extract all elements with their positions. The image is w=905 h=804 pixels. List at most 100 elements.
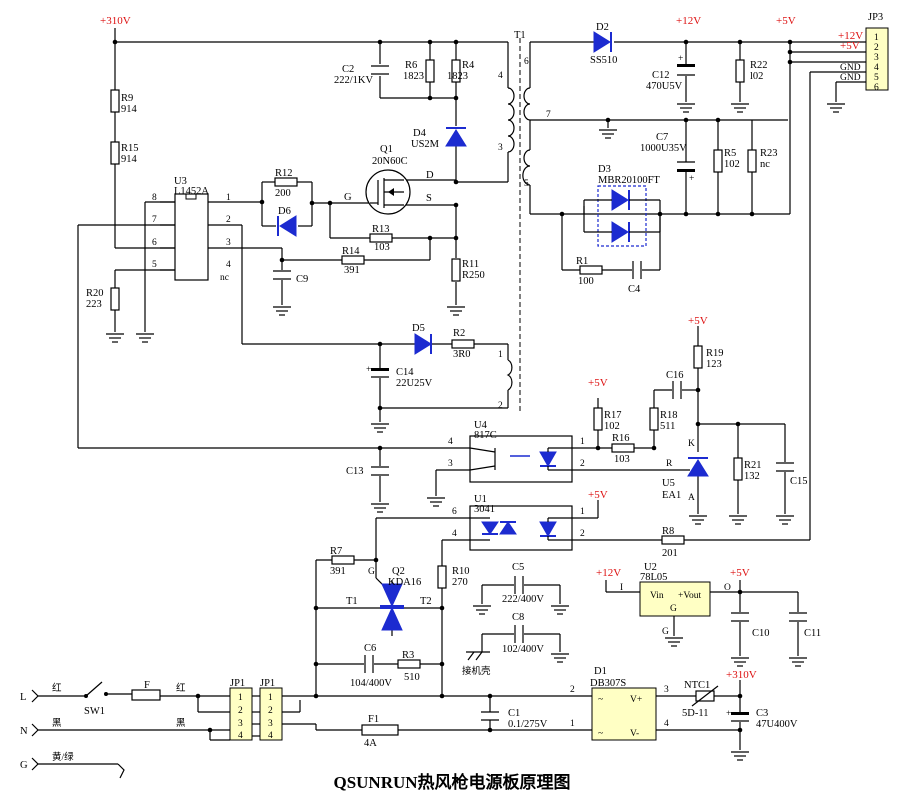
ic-u3 (160, 193, 209, 281)
value-r19: 123 (706, 359, 722, 370)
label-d2: D2 (596, 22, 609, 33)
pin-u1-2: 2 (580, 529, 585, 539)
capacitor-c1 (481, 711, 499, 721)
pin-d1-3: 3 (664, 685, 669, 695)
value-r6: 1823 (403, 71, 424, 82)
connector-jp3 (865, 27, 889, 91)
jp3-net-gnd-2: GND (840, 73, 861, 83)
optocoupler-u4 (469, 435, 573, 483)
label-r2: R2 (453, 328, 465, 339)
label-u1: U1 (474, 494, 487, 505)
value-c12: 470U5V (646, 81, 683, 92)
label-d1: D1 (594, 666, 607, 677)
pin-d1-4: 4 (664, 719, 669, 729)
pin-jp3-6: 6 (874, 83, 879, 93)
pin-q1-s: S (426, 193, 432, 204)
pin-q2-t1: T1 (346, 596, 358, 607)
label-d3: D3 (598, 164, 611, 175)
resistor-r20 (110, 287, 120, 311)
value-r2: 3R0 (453, 349, 471, 360)
label-u3: U3 (174, 176, 187, 187)
pin-u1-1: 1 (580, 507, 585, 517)
wire-color-black-2: 黑 (176, 718, 186, 729)
junction-dots (112, 39, 793, 733)
label-q2: Q2 (392, 566, 405, 577)
pin-u3-3: 3 (226, 238, 231, 248)
label-c15: C15 (790, 476, 808, 487)
label-jp1-a: JP1 (230, 678, 245, 689)
terminal-l: L (20, 692, 26, 703)
connector-jp1-left (229, 687, 253, 741)
pin-u1-6: 6 (452, 507, 457, 517)
label-d5: D5 (412, 323, 425, 334)
connector-jp1-right (259, 687, 283, 741)
value-c6: 104/400V (350, 678, 392, 689)
label-c13: C13 (346, 466, 364, 477)
resistor-r10 (437, 565, 447, 589)
jp3-net-gnd-1: GND (840, 63, 861, 73)
resistor-r21 (733, 457, 743, 481)
label-c16: C16 (666, 370, 684, 381)
power-label-310v-top: +310V (100, 15, 131, 27)
diode-d6 (277, 215, 297, 237)
resistor-r23 (747, 149, 757, 173)
label-r22: R22 (750, 60, 768, 71)
pin-u2-g-outer: G (662, 627, 669, 637)
wire-color-yellow-green: 黄/绿 (52, 751, 74, 763)
value-r20: 223 (86, 299, 102, 310)
capacitor-c8 (514, 625, 524, 643)
label-r11: R11 (462, 259, 479, 270)
value-r14: 391 (344, 265, 360, 276)
pin-jp1a-4: 4 (238, 731, 243, 741)
label-c3: C3 (756, 708, 768, 719)
diode-d2 (593, 31, 612, 53)
resistor-r13 (369, 233, 393, 243)
value-r13: 103 (374, 242, 390, 253)
regulator-u2 (639, 581, 711, 617)
label-r16: R16 (612, 433, 630, 444)
label-r14: R14 (342, 246, 360, 257)
label-r23: R23 (760, 148, 778, 159)
pin-u3-8: 8 (152, 193, 157, 203)
value-r16: 103 (614, 454, 630, 465)
label-jp3: JP3 (868, 12, 883, 23)
transformer-t1 (506, 38, 531, 412)
capacitor-c10 (731, 612, 749, 622)
pin-u4-3: 3 (448, 459, 453, 469)
value-d2: SS510 (590, 55, 617, 66)
diode-d5 (414, 333, 432, 355)
value-r1: 100 (578, 276, 594, 287)
value-r17: 102 (604, 421, 620, 432)
capacitor-c9 (273, 270, 291, 280)
value-r11: R250 (462, 270, 485, 281)
label-c14: C14 (396, 367, 414, 378)
pin-t1-3: 3 (498, 143, 503, 153)
power-label-5v-top: +5V (776, 15, 796, 27)
power-label-5v-r19: +5V (688, 315, 708, 327)
pin-d1-vp: V+ (630, 695, 642, 705)
diode-d4 (445, 127, 467, 147)
pin-q2-t2: T2 (420, 596, 432, 607)
power-label-5v-r17: +5V (588, 377, 608, 389)
pin-u2-g-inner: G (670, 604, 677, 614)
label-r5: R5 (724, 148, 736, 159)
value-r18: 511 (660, 421, 675, 432)
resistor-r11 (451, 258, 461, 282)
pin-u3-7: 7 (152, 215, 157, 225)
resistor-r15 (110, 141, 120, 165)
pin-t1-5: 5 (524, 179, 529, 189)
label-ntc1: NTC1 (684, 680, 710, 691)
capacitor-c14: + (366, 365, 389, 378)
mosfet-q1 (365, 169, 411, 215)
value-u4: 817C (474, 430, 497, 441)
label-u4: U4 (474, 420, 488, 431)
label-r15: R15 (121, 143, 139, 154)
resistor-r1 (579, 265, 603, 275)
value-d3: MBR20100FT (598, 175, 660, 186)
value-c2: 222/1KV (334, 75, 374, 86)
power-label-310v-c3: +310V (726, 669, 757, 681)
value-u5: EA1 (662, 490, 681, 501)
capacitor-c11 (789, 612, 807, 622)
resistor-r5 (713, 149, 723, 173)
